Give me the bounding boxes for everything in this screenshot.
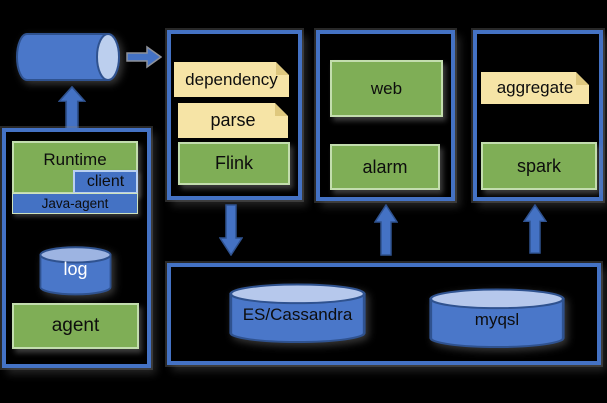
parse-label: parse	[210, 110, 256, 130]
parse-note: parse	[178, 103, 288, 138]
mysql-label: myqsl	[474, 310, 520, 329]
web-label: web	[370, 78, 403, 98]
flink-label: Flink	[214, 153, 253, 173]
log-cylinder-shape	[39, 246, 112, 296]
dependency-label: dependency	[185, 69, 278, 89]
es-cassandra-cylinder-shape	[229, 283, 366, 344]
arrow-flink-to-storage-icon	[219, 204, 243, 256]
aggregate-label: aggregate	[496, 78, 574, 97]
java-agent-node: Java-agent	[12, 193, 138, 214]
web-box: web alarm	[316, 30, 455, 201]
spark-node: spark	[481, 142, 597, 190]
queue-cylinder-shape	[16, 33, 120, 81]
agent-node: agent	[12, 303, 139, 349]
arrow-storage-to-spark-icon	[523, 204, 547, 254]
dependency-note: dependency	[174, 62, 289, 97]
client-label: client	[86, 173, 125, 190]
web-node: web	[330, 60, 443, 117]
java-agent-label: Java-agent	[41, 196, 109, 211]
client-node: client	[73, 170, 138, 194]
mysql-cylinder: myqsl	[428, 288, 566, 349]
mysql-cylinder-shape	[429, 288, 565, 349]
flink-node: Flink	[178, 142, 290, 185]
flink-box: dependency parse Flink	[167, 30, 302, 200]
spark-label: spark	[516, 155, 561, 176]
agent-label: agent	[51, 315, 100, 336]
aggregate-note: aggregate	[481, 72, 589, 104]
alarm-label: alarm	[362, 156, 408, 177]
alarm-node: alarm	[330, 144, 440, 190]
spark-box: aggregate spark	[473, 30, 603, 201]
queue-cylinder	[16, 33, 122, 81]
arrow-queue-to-flink-icon	[126, 45, 162, 69]
log-cylinder: log	[39, 246, 112, 296]
log-label: log	[63, 259, 88, 279]
es-cassandra-cylinder: ES/Cassandra	[228, 283, 367, 344]
runtime-label: Runtime	[43, 150, 107, 169]
es-cassandra-label: ES/Cassandra	[242, 305, 353, 324]
arrow-storage-to-web-icon	[374, 204, 398, 256]
storage-box: ES/Cassandra myqsl	[167, 263, 601, 365]
agent-box: Runtime client Java-agent log agent	[2, 128, 151, 368]
arrow-agent-to-queue-icon	[58, 86, 86, 130]
